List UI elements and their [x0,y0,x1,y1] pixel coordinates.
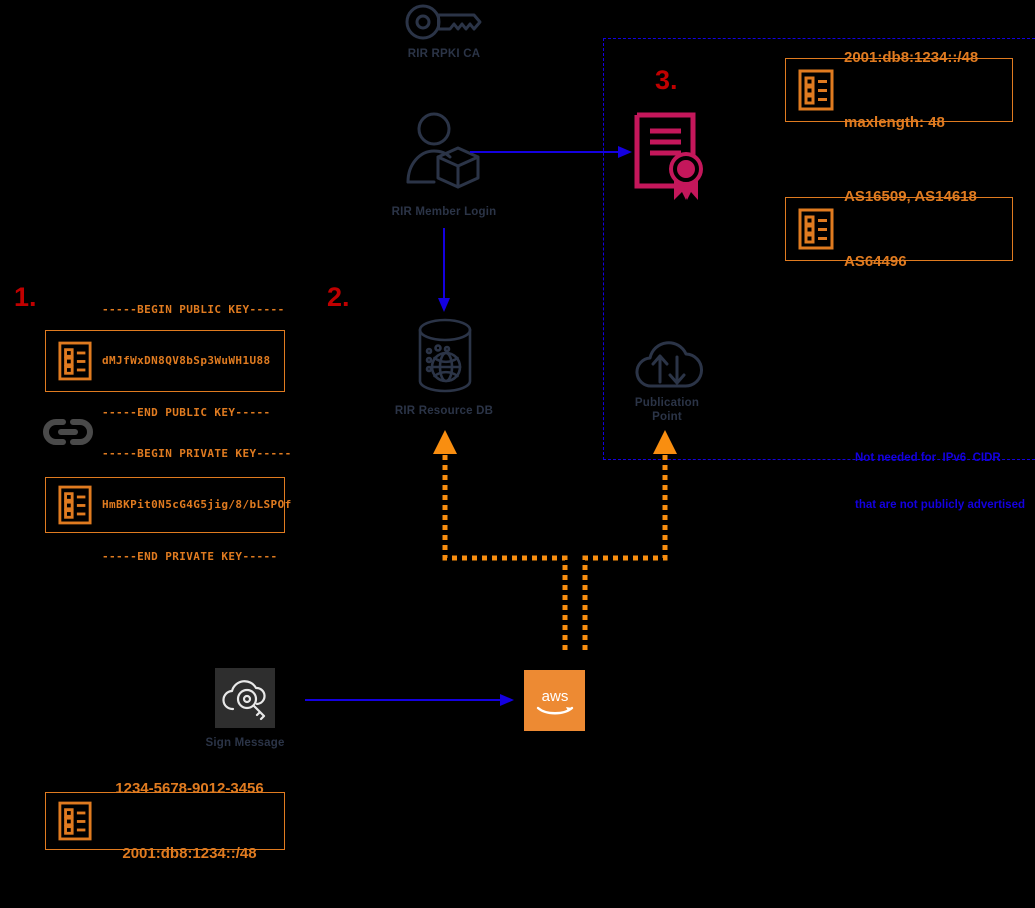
box-roa-asns-text: AS16509, AS14618 AS64496 [844,142,977,316]
node-publication-point: Publication Point [600,330,734,430]
rir-member-login-label: RIR Member Login [391,206,497,218]
roa-prefix-line-1: 2001:db8:1234::/48 [844,48,979,66]
box-resource-record-text: 1234-5678-9012-3456 2001:db8:1234::/48 [102,734,277,908]
rir-rpki-ca-label: RIR RPKI CA [407,48,481,60]
connector-aws-dashed-paths [420,428,690,673]
step-3-label: 3. [655,65,678,95]
roa-prefix-line-2: maxlength: 48 [844,113,945,131]
box-roa-asns: AS16509, AS14618 AS64496 [785,188,1013,270]
step-1-label: 1. [14,282,37,312]
user-cube-icon [404,112,484,194]
roa-asns-line-1: AS16509, AS14618 [844,187,977,205]
connector-sign-message-to-aws [305,688,517,712]
aws-logo-icon: aws [524,670,585,731]
node-rir-member-login: RIR Member Login [378,112,510,220]
publication-point-label-line-2: Point [652,411,682,424]
key-icon [404,2,484,42]
public-key-line-3: -----END PUBLIC KEY----- [102,405,271,419]
not-needed-note-line-2: that are not publicly advertised [855,498,1025,511]
step-2-label: 2. [327,282,350,312]
box-resource-record: 1234-5678-9012-3456 2001:db8:1234::/48 [45,780,285,862]
list-document-icon [798,208,834,250]
cloud-updown-arrows-icon [635,330,703,392]
step3-region [603,38,1035,460]
box-roa-prefix-text: 2001:db8:1234::/48 maxlength: 48 [844,3,978,177]
not-needed-note: Not needed for IPv6 CIDR that are not pu… [855,420,1030,544]
box-roa-prefix: 2001:db8:1234::/48 maxlength: 48 [785,49,1013,131]
chain-link-icon [42,406,94,458]
sign-message-label: Sign Message [205,737,285,749]
public-key-line-1: -----BEGIN PUBLIC KEY----- [102,303,285,317]
connector-member-to-resource-db [432,228,456,314]
connector-member-to-certificate [470,140,635,164]
rir-resource-db-label: RIR Resource DB [394,405,494,417]
list-document-icon [798,69,834,111]
node-rir-rpki-ca: RIR RPKI CA [378,2,510,62]
roa-asns-line-2: AS64496 [844,252,907,270]
box-public-key-text: -----BEGIN PUBLIC KEY----- dMJfWxDN8QV8b… [102,267,285,455]
publication-point-label-line-1: Publication [634,397,700,409]
certificate-rosette-icon [634,112,706,204]
not-needed-note-line-1: Not needed for IPv6 CIDR [855,452,1001,465]
box-public-key: -----BEGIN PUBLIC KEY----- dMJfWxDN8QV8b… [45,303,285,419]
box-private-key-text: -----BEGIN PRIVATE KEY----- HmBKPit0N5cG… [102,411,292,599]
private-key-line-2: HmBKPit0N5cG4G5jig/8/bLSPOf [102,498,292,512]
list-document-icon [58,485,92,525]
list-document-icon [58,801,92,841]
resource-record-line-2: 2001:db8:1234::/48 [122,844,257,862]
list-document-icon [58,341,92,381]
publication-point-label: Publication Point [600,396,734,425]
box-private-key: -----BEGIN PRIVATE KEY----- HmBKPit0N5cG… [45,447,291,563]
node-rir-resource-db: RIR Resource DB [378,318,510,418]
resource-record-line-1: 1234-5678-9012-3456 [115,779,264,797]
private-key-line-3: -----END PRIVATE KEY----- [102,549,278,563]
node-sign-message: Sign Message [178,668,312,758]
cloud-key-icon [215,668,275,728]
aws-wordmark: aws [541,688,568,705]
diagram-canvas: 1. 2. 3. RIR RPKI CA [14,2,1035,862]
public-key-line-2: dMJfWxDN8QV8bSp3WuWH1U88 [102,354,271,368]
private-key-line-1: -----BEGIN PRIVATE KEY----- [102,447,292,461]
database-globe-icon [416,318,474,398]
